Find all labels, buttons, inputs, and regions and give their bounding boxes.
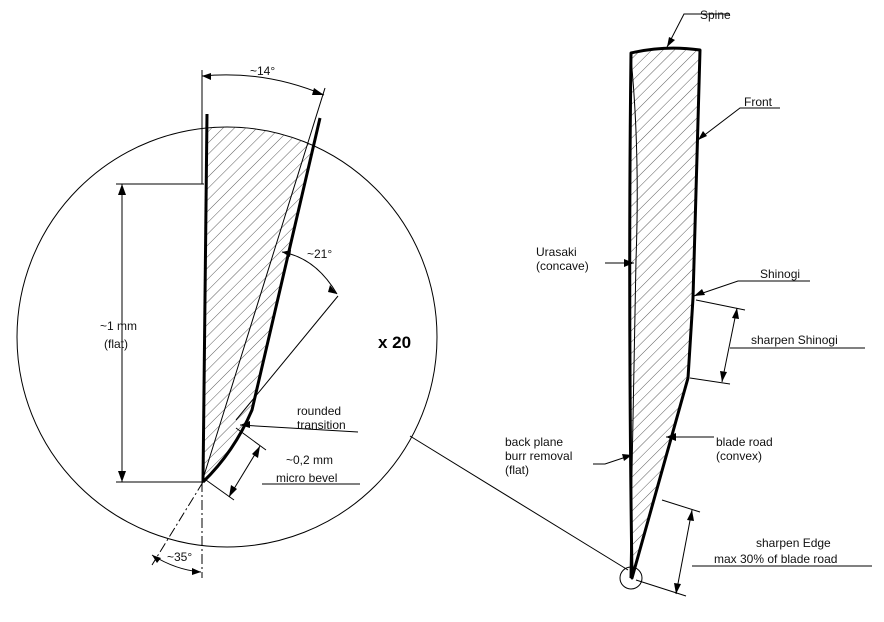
- label-back-1: back plane: [505, 435, 563, 449]
- label-back-2: burr removal: [505, 449, 572, 463]
- dim-edge-ext-1: [661, 499, 701, 513]
- label-flat-size: ~1 mm: [100, 319, 137, 333]
- dim-line-shinogi: [721, 307, 738, 383]
- label-back-3: (flat): [505, 463, 529, 477]
- blade-hatched-section: [629, 48, 700, 579]
- tip-magnifier-marker: [619, 566, 643, 590]
- label-angle-35: ~35°: [167, 550, 192, 564]
- dim-micro-ext-1: [235, 427, 267, 451]
- leader-spine: [666, 13, 730, 48]
- dim-edge-ext-2: [635, 579, 687, 597]
- blade-outline: [628, 46, 702, 580]
- label-magnification: x 20: [378, 333, 411, 352]
- leader-front: [697, 107, 780, 141]
- label-micro-2: micro bevel: [276, 471, 337, 485]
- edge-detail-back-line: [201, 113, 209, 483]
- label-urasaki-2: (concave): [536, 259, 589, 273]
- ref-line-14deg: [201, 87, 326, 483]
- magnifier-connector: [409, 435, 629, 571]
- dim-shinogi-ext-1: [695, 299, 746, 311]
- label-edge-2: max 30% of blade road: [714, 552, 837, 566]
- edge-detail-bevel-line: [201, 117, 322, 484]
- label-sharpen-shinogi: sharpen Shinogi: [751, 333, 838, 347]
- label-shinogi: Shinogi: [760, 267, 800, 281]
- label-road-2: (convex): [716, 449, 762, 463]
- label-front: Front: [744, 95, 773, 109]
- label-flat-note: (flat): [104, 337, 128, 351]
- label-urasaki-1: Urasaki: [536, 245, 577, 259]
- leader-rounded-transition: [239, 424, 359, 433]
- label-road-1: blade road: [716, 435, 773, 449]
- ref-line-21deg: [235, 295, 339, 421]
- label-micro-1: ~0,2 mm: [286, 453, 333, 467]
- arc-14deg: [201, 74, 325, 96]
- label-rounded-1: rounded: [297, 404, 341, 418]
- dim-micro-ext-2: [205, 479, 235, 501]
- dim-line-edge: [675, 509, 693, 595]
- microbevel-extension: [151, 481, 204, 566]
- leader-shinogi: [693, 280, 810, 297]
- label-edge-1: sharpen Edge: [756, 536, 831, 550]
- dim-shinogi-ext-2: [689, 377, 731, 385]
- edge-detail-hatched-section: [203, 127, 320, 482]
- label-rounded-2: transition: [297, 418, 346, 432]
- label-angle-21: ~21°: [307, 247, 332, 261]
- blade-back-line: [629, 57, 638, 579]
- label-spine: Spine: [700, 8, 731, 22]
- label-angle-14: ~14°: [250, 64, 275, 78]
